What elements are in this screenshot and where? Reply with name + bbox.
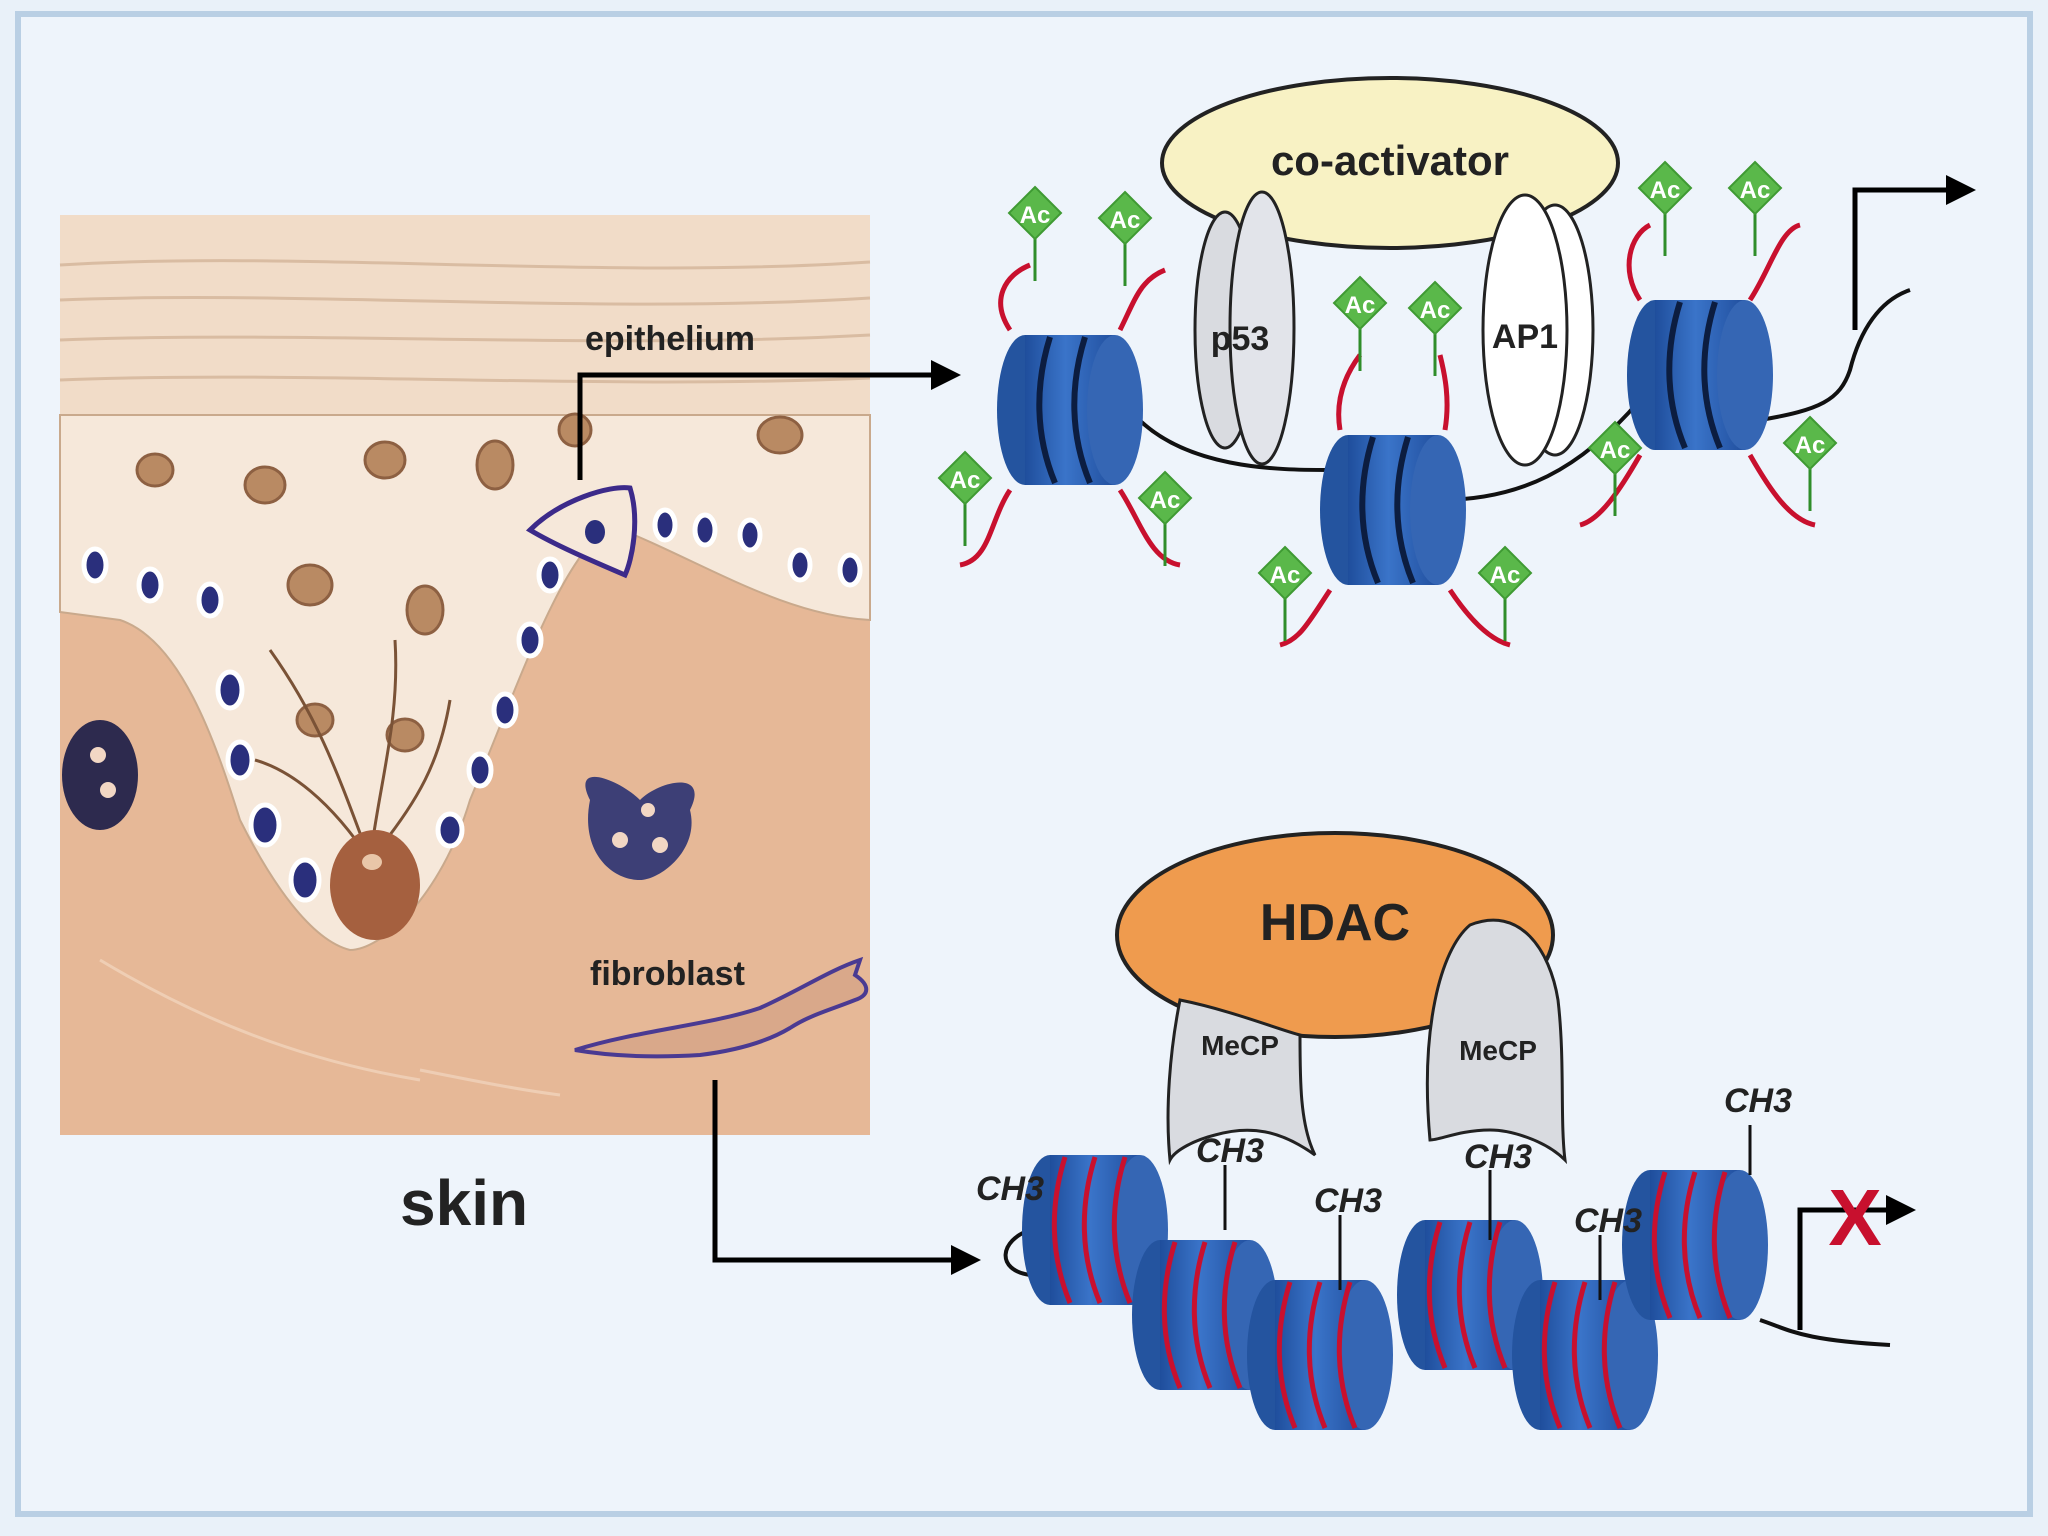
ac-label: Ac [1020,202,1051,229]
skin-illustration [59,215,871,1135]
ap1-label: AP1 [1492,318,1558,356]
ac-label: Ac [1490,562,1521,589]
ch3-tag: CH3 [1574,1202,1642,1240]
melanocyte [330,830,420,940]
dermal-cell-left [62,720,138,830]
mecp-label-right: MeCP [1459,1035,1537,1066]
dna-entry [1003,1228,1031,1277]
mecp-protein-left [1166,998,1317,1166]
skin-label: skin [400,1167,528,1239]
ap1-protein [1481,193,1595,467]
ac-label: Ac [1740,177,1771,204]
hdac-label: HDAC [1260,894,1410,952]
blocked-transcription-arrow [1797,1195,1916,1330]
skin-stratum-corneum [60,215,870,415]
ac-labels: Ac Ac Ac Ac Ac Ac Ac Ac Ac Ac Ac Ac [950,177,1826,589]
active-chromatin: co-activator p53 AP1 [937,76,1976,648]
dna-linker-silenced [1759,1318,1891,1347]
ch3-tag: CH3 [976,1170,1044,1208]
ac-label: Ac [1270,562,1301,589]
silenced-chromatin: X HDAC MeCP MeCP CH3 CH3 CH3 CH3 CH3 CH3 [976,831,1916,1430]
active-transcription-arrow [1852,175,1976,330]
dermal-cell-right [585,776,695,880]
mecp-label-left: MeCP [1201,1030,1279,1061]
ac-label: Ac [1650,177,1681,204]
ac-label: Ac [1110,207,1141,234]
ac-label: Ac [1345,292,1376,319]
ac-label: Ac [1150,487,1181,514]
nucleosome-active-3 [1579,160,1838,528]
ac-label: Ac [1420,297,1451,324]
highlighted-epithelial-cell [525,485,638,579]
mecp-protein-right [1425,918,1568,1165]
blocked-mark: X [1828,1173,1881,1262]
fibroblast-cell [574,956,869,1059]
p53-protein [1193,190,1296,466]
co-activator-label: co-activator [1271,137,1509,184]
ch3-tag: CH3 [1724,1082,1792,1120]
ac-label: Ac [950,467,981,494]
epithelium-arrow [577,360,961,480]
nucleosome-silenced-3 [1247,1280,1393,1430]
nucleosome-active-2 [1257,275,1533,648]
p53-label: p53 [1211,320,1270,358]
ac-label: Ac [1795,432,1826,459]
fibroblast-label: fibroblast [590,955,745,993]
basal-cell-row [81,507,863,903]
nucleosome-active-1 [937,185,1193,568]
nucleosome-silenced-6 [1622,1170,1768,1320]
epithelium-label: epithelium [585,320,755,358]
ch3-tag: CH3 [1314,1182,1382,1220]
ac-label: Ac [1600,437,1631,464]
ch3-tag: CH3 [1196,1132,1264,1170]
ch3-tag: CH3 [1464,1138,1532,1176]
fibroblast-arrow [712,1080,981,1275]
